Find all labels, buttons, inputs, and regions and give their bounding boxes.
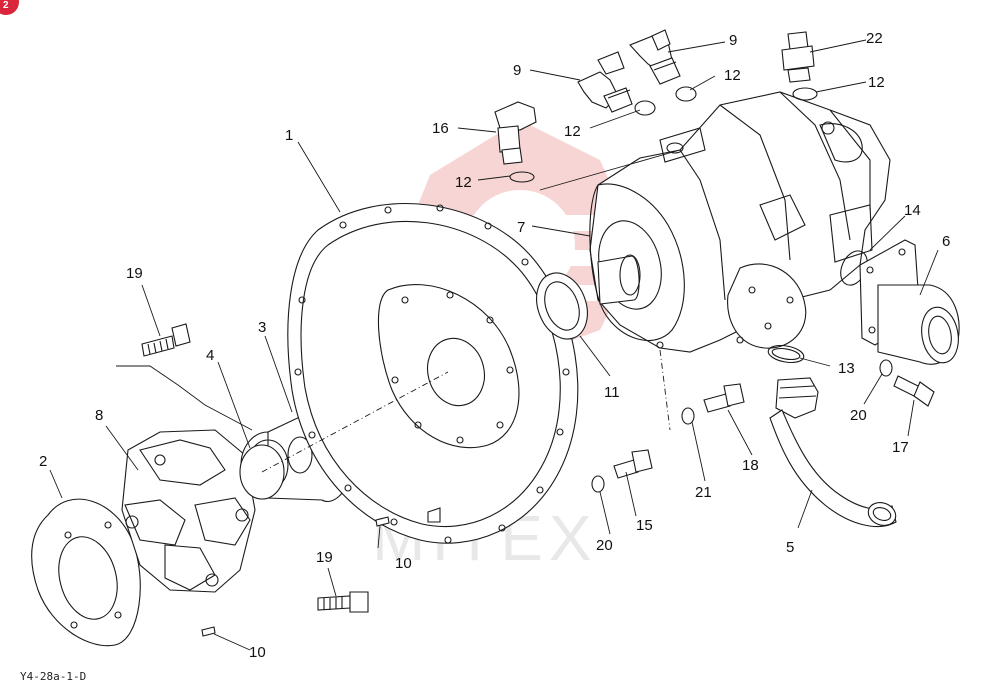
part-bolt-17	[893, 375, 935, 407]
callout-2: 2	[39, 453, 47, 470]
callout-10a: 10	[395, 555, 412, 572]
callout-8: 8	[95, 407, 103, 424]
part-oring-12d	[509, 171, 535, 183]
callout-13: 13	[838, 360, 855, 377]
part-bolt-15	[613, 449, 653, 479]
part-flange-plate	[287, 203, 579, 544]
part-washer-21	[681, 407, 695, 425]
callout-21: 21	[695, 484, 712, 501]
callout-6: 6	[942, 233, 950, 250]
callout-9a: 9	[513, 62, 521, 79]
callout-1: 1	[285, 127, 293, 144]
svg-text:2: 2	[3, 0, 9, 11]
part-oring-12a	[634, 100, 656, 116]
part-seal-ring	[536, 272, 588, 340]
callout-12d: 12	[455, 174, 472, 191]
callout-11: 11	[604, 384, 620, 401]
part-plug-22	[781, 31, 815, 83]
centerlines	[116, 149, 681, 473]
part-oring-12b	[675, 86, 697, 102]
part-elbow-9a	[577, 51, 633, 113]
callout-19b: 19	[316, 549, 333, 566]
leader-lines	[49, 39, 939, 651]
callout-12b: 12	[724, 67, 741, 84]
callout-20a: 20	[596, 537, 613, 554]
callout-14: 14	[904, 202, 921, 219]
part-elbow-9b	[629, 29, 681, 85]
part-hose	[769, 377, 897, 528]
callout-17: 17	[892, 439, 909, 456]
part-pin-10a	[375, 516, 390, 527]
page-badge: 2	[0, 0, 19, 15]
part-bolt-19a	[141, 323, 191, 357]
callout-18: 18	[742, 457, 759, 474]
callout-20b: 20	[850, 407, 867, 424]
callout-3: 3	[258, 319, 266, 336]
callout-22: 22	[866, 30, 883, 47]
part-bolt-18	[703, 383, 745, 413]
part-oring-13	[767, 344, 805, 364]
callout-9b: 9	[729, 32, 737, 49]
part-oring-12c	[792, 87, 818, 101]
part-washer-20a	[591, 475, 605, 493]
part-washer-20b	[879, 359, 893, 377]
part-coupling	[121, 429, 256, 593]
part-elbow-16	[494, 101, 537, 165]
part-pump-body	[589, 91, 891, 353]
callout-4: 4	[206, 347, 214, 364]
part-disc	[31, 498, 141, 647]
callout-12a: 12	[564, 123, 581, 140]
part-pin-10b	[201, 626, 216, 637]
callout-5: 5	[786, 539, 794, 556]
callout-12c: 12	[868, 74, 885, 91]
document-code: Y4-28a-1-D	[20, 670, 86, 683]
part-outlet-flange	[859, 239, 960, 365]
callout-7: 7	[517, 219, 525, 236]
part-bolt-19b	[317, 591, 369, 613]
callout-10b: 10	[249, 644, 266, 661]
callout-19a: 19	[126, 265, 143, 282]
callout-labels: 1 2 3 4 5 6 7 8 9 9 10 10 11 12 12 12 12…	[39, 30, 950, 661]
callout-15: 15	[636, 517, 653, 534]
callout-16: 16	[432, 120, 449, 137]
